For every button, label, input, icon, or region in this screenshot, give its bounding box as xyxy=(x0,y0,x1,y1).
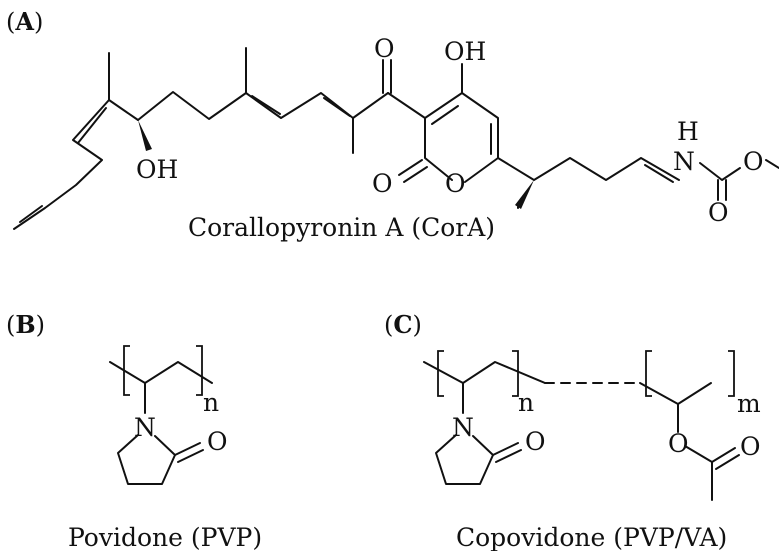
stereo-wedge xyxy=(138,120,152,151)
pyrrolidone-oxygen: O xyxy=(525,427,546,456)
ketone-oxygen: O xyxy=(374,34,395,63)
repeat-bracket-left-2 xyxy=(645,350,652,397)
copovidone-caption: Copovidone (PVP/VA) xyxy=(456,523,727,551)
pyrrolidone-nitrogen: N xyxy=(134,413,156,442)
carbamate-oxygen: O xyxy=(743,147,764,176)
stereo-wedge-methyl xyxy=(515,180,534,209)
pyrrolidone-oxygen: O xyxy=(207,427,228,456)
amide-hydrogen: H xyxy=(677,117,699,146)
ring-oxygen: O xyxy=(445,169,466,198)
panel-b-label: (B) xyxy=(6,310,45,339)
corallopyronin-caption: Corallopyronin A (CorA) xyxy=(188,213,495,242)
ring-hydroxyl: OH xyxy=(444,37,486,66)
pyrrolidone-nitrogen: N xyxy=(452,413,474,442)
chain-hydroxyl: OH xyxy=(136,155,178,184)
amide-nitrogen: N xyxy=(673,147,695,176)
repeat-subscript-n: n xyxy=(203,388,219,417)
acetyl-oxygen: O xyxy=(740,432,761,461)
panel-a: (A) xyxy=(6,7,779,242)
povidone-structure: N O n xyxy=(109,345,228,485)
lactone-carbonyl-oxygen: O xyxy=(372,169,393,198)
carbamate-carbonyl-oxygen: O xyxy=(708,198,729,227)
repeat-bracket-right-1 xyxy=(512,350,519,397)
corallopyronin-structure: O OH OH O O H N O O xyxy=(13,34,779,230)
povidone-caption: Povidone (PVP) xyxy=(68,523,262,551)
repeat-subscript-m: m xyxy=(737,389,761,418)
panel-c-label: (C) xyxy=(384,310,422,339)
repeat-bracket-right xyxy=(196,345,203,396)
panel-a-label: (A) xyxy=(6,7,43,36)
repeat-bracket-left-1 xyxy=(437,350,444,397)
panel-b: (B) N O n Povidone (PVP) xyxy=(6,310,262,551)
repeat-bracket-right-2 xyxy=(728,350,735,397)
copovidone-structure: N O O O n m xyxy=(423,350,761,501)
ester-oxygen: O xyxy=(668,429,689,458)
repeat-subscript-n: n xyxy=(518,388,534,417)
panel-c: (C) N O O O xyxy=(384,310,761,551)
